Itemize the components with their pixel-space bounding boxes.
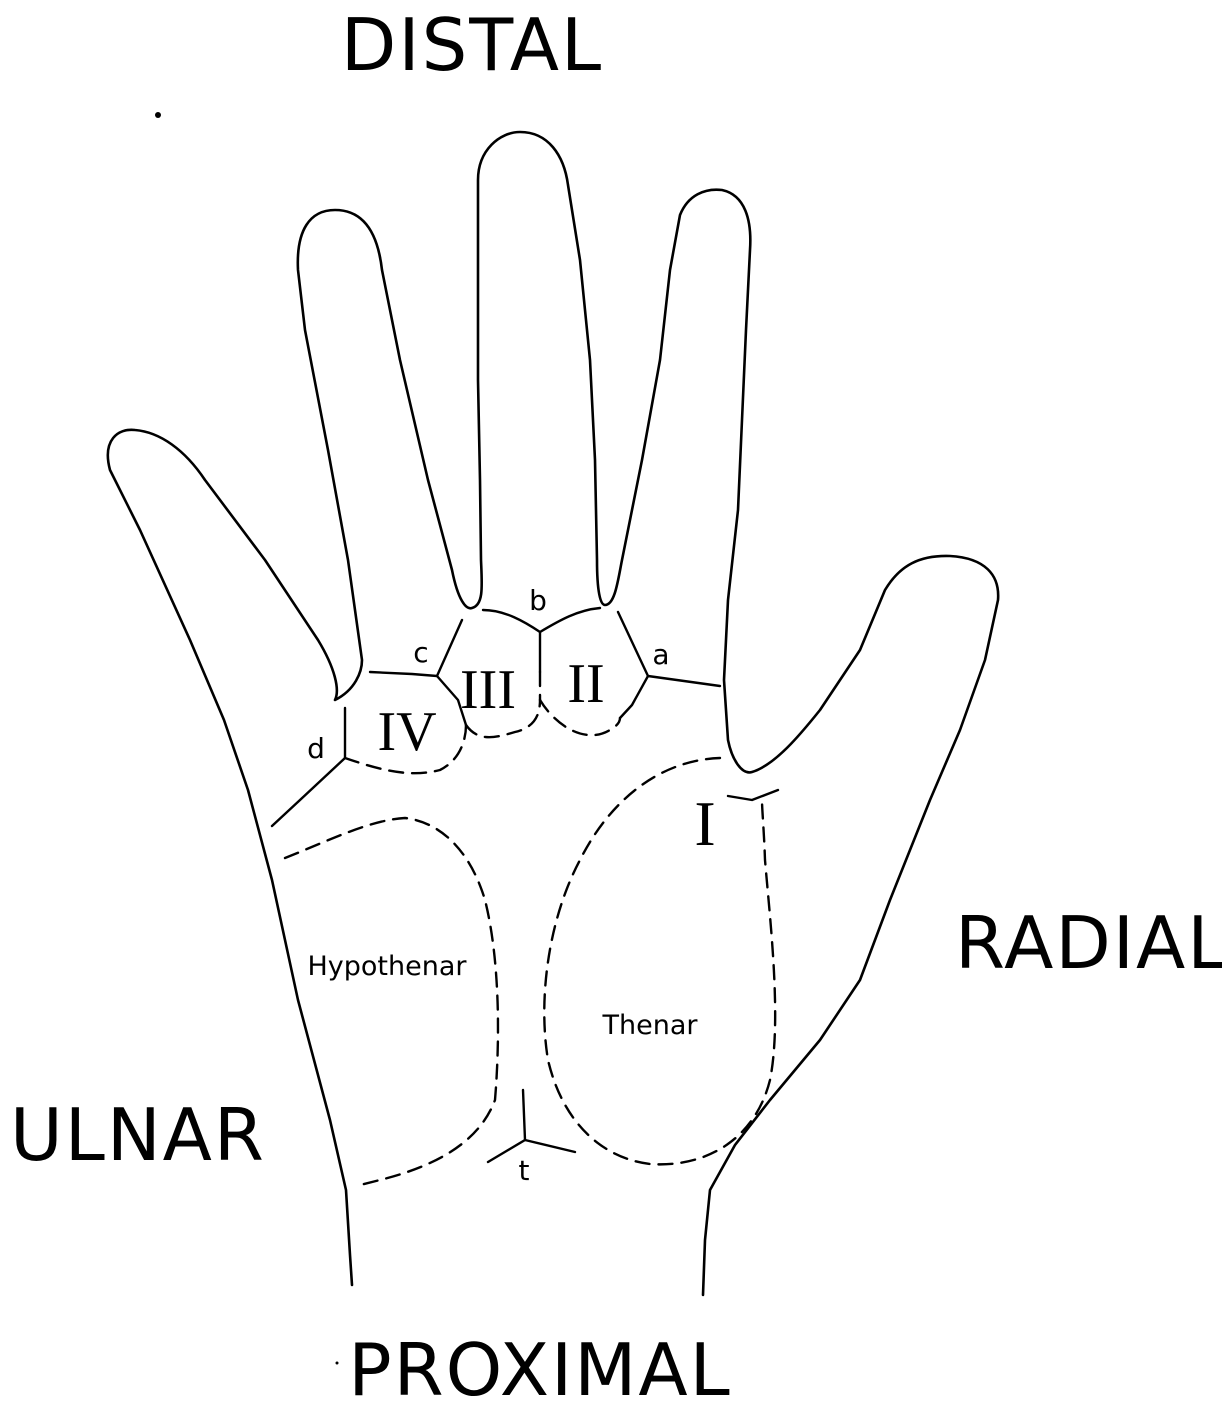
triradius-t-right [525, 1140, 575, 1152]
thenar-region [544, 758, 775, 1164]
proximal-label: PROXIMAL [348, 1328, 732, 1410]
hypothenar-label: Hypothenar [307, 951, 467, 982]
area-i-label: I [694, 788, 715, 859]
hypothenar-region [285, 818, 498, 1185]
triradius-b-label: b [529, 584, 547, 617]
triradius-a-lower [620, 676, 648, 718]
thenar-label: Thenar [602, 1010, 699, 1041]
area-iii-label: III [460, 659, 516, 721]
triradius-t-label: t [519, 1154, 530, 1187]
area-ii-label: II [567, 653, 604, 715]
triradius-c-line [437, 620, 462, 676]
triradius-d-line [272, 758, 345, 826]
triradius-a-label: a [652, 638, 669, 671]
radial-label: RADIAL [955, 901, 1222, 985]
triradius-c-label: c [413, 636, 428, 669]
stray-dot [336, 1362, 339, 1365]
stray-dot [155, 112, 161, 118]
distal-label: DISTAL [341, 3, 603, 87]
thumb-base-crease [728, 790, 778, 800]
triradius-t-stem [523, 1090, 525, 1140]
area-iv-label: IV [377, 701, 436, 763]
triradius-d-label: d [307, 732, 325, 765]
ulnar-label: ULNAR [10, 1093, 266, 1177]
finger-base-crease-ring [370, 672, 437, 676]
